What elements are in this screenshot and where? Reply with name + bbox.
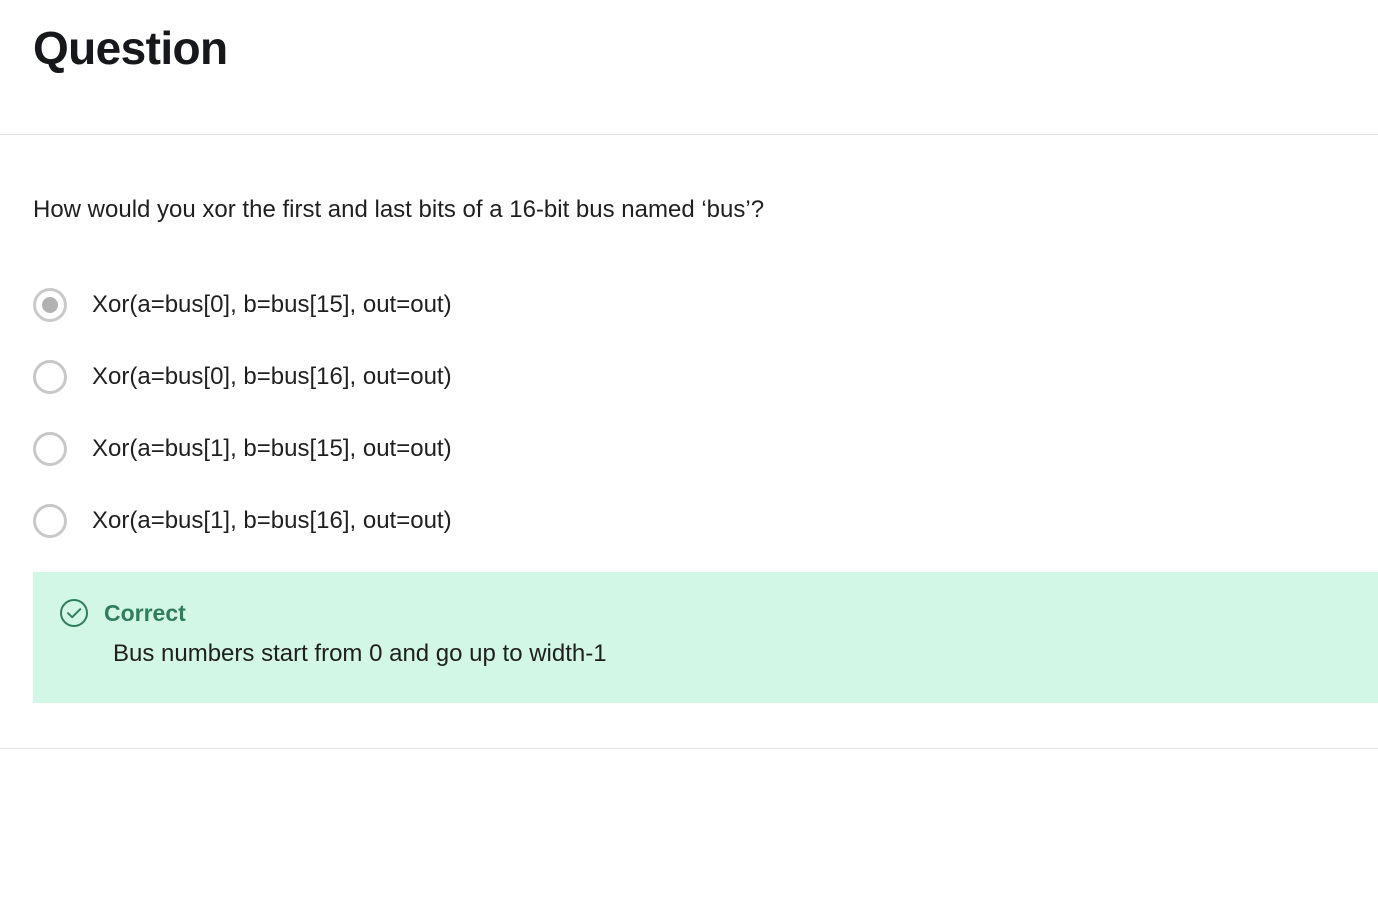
footer-divider <box>0 748 1378 749</box>
radio-dot-3 <box>42 441 58 457</box>
check-circle-icon <box>60 599 88 627</box>
feedback-status-label: Correct <box>104 600 186 626</box>
header-divider <box>0 134 1378 135</box>
question-prompt: How would you xor the first and last bit… <box>33 196 765 223</box>
radio-dot-1 <box>42 297 58 313</box>
feedback-detail-text: Bus numbers start from 0 and go up to wi… <box>113 640 607 667</box>
option-row-3[interactable]: Xor(a=bus[1], b=bus[15], out=out) <box>33 430 1353 502</box>
option-label-3: Xor(a=bus[1], b=bus[15], out=out) <box>92 435 452 462</box>
answer-options-list: Xor(a=bus[0], b=bus[15], out=out) Xor(a=… <box>33 286 1353 574</box>
page-header: Question <box>0 0 1378 134</box>
option-label-1: Xor(a=bus[0], b=bus[15], out=out) <box>92 291 452 318</box>
option-label-4: Xor(a=bus[1], b=bus[16], out=out) <box>92 507 452 534</box>
feedback-header: Correct <box>59 598 186 628</box>
radio-button-3[interactable] <box>33 432 67 466</box>
option-row-2[interactable]: Xor(a=bus[0], b=bus[16], out=out) <box>33 358 1353 430</box>
radio-dot-4 <box>42 513 58 529</box>
feedback-banner: Correct Bus numbers start from 0 and go … <box>33 572 1378 703</box>
radio-button-4[interactable] <box>33 504 67 538</box>
option-row-1[interactable]: Xor(a=bus[0], b=bus[15], out=out) <box>33 286 1353 358</box>
option-label-2: Xor(a=bus[0], b=bus[16], out=out) <box>92 363 452 390</box>
radio-button-1[interactable] <box>33 288 67 322</box>
page-title: Question <box>33 22 228 74</box>
radio-dot-2 <box>42 369 58 385</box>
option-row-4[interactable]: Xor(a=bus[1], b=bus[16], out=out) <box>33 502 1353 574</box>
radio-button-2[interactable] <box>33 360 67 394</box>
